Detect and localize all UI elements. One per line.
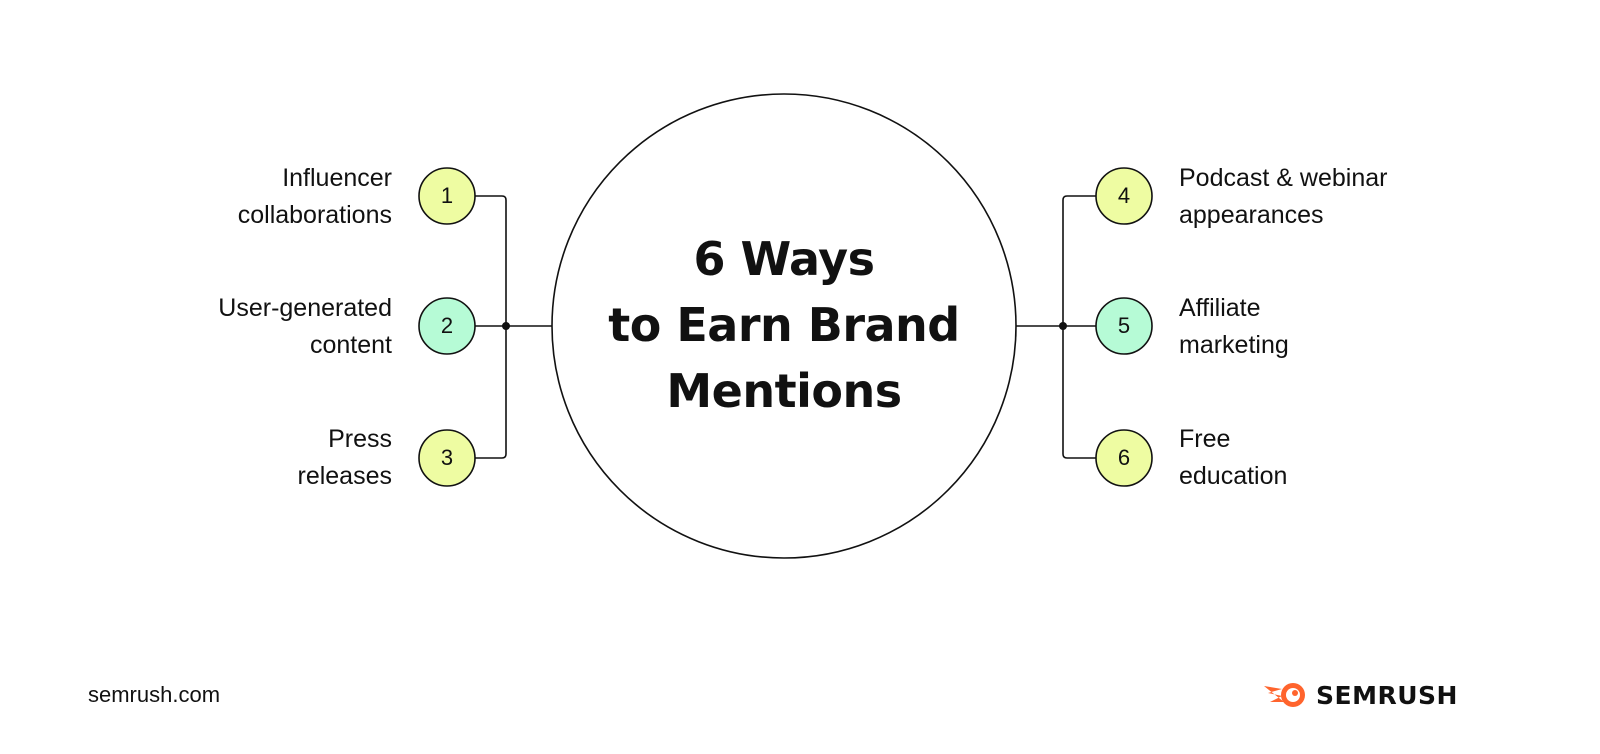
label-line: appearances	[1179, 201, 1324, 229]
label-line: collaborations	[237, 201, 392, 229]
item-label-1: Influencer collaborations	[238, 160, 392, 234]
label-line: Affiliate	[1179, 294, 1261, 322]
number-circle-2	[418, 297, 476, 355]
item-number: 5	[1117, 313, 1131, 338]
item-number: 4	[1117, 183, 1131, 208]
label-line: releases	[297, 462, 393, 490]
number-circle-4	[1095, 167, 1153, 225]
item-label-4: Podcast & webinar appearances	[1179, 160, 1387, 234]
number-circle-5	[1095, 297, 1153, 355]
label-line: User-generated	[218, 294, 392, 322]
title-line: to Earn Brand	[608, 298, 960, 352]
item-number: 2	[440, 313, 454, 338]
junction-dot-left	[502, 322, 510, 330]
item-label-2: User-generated content	[218, 290, 392, 364]
semrush-fireball-icon	[1264, 683, 1305, 707]
number-circle-3	[418, 429, 476, 487]
title-line: Mentions	[666, 364, 902, 418]
site-url: semrush.com	[88, 682, 221, 707]
label-line: Influencer	[282, 164, 392, 192]
page-title: 6 Ways to Earn Brand Mentions	[552, 226, 1016, 424]
label-line: Podcast & webinar	[1179, 164, 1388, 192]
junction-dot-right	[1059, 322, 1067, 330]
label-line: marketing	[1179, 331, 1289, 359]
brand-name: SEMRUSH	[1316, 680, 1458, 710]
semrush-logo: SEMRUSH	[1262, 680, 1458, 710]
left-connector	[475, 195, 552, 459]
number-circle-1	[418, 167, 476, 225]
item-label-6: Free education	[1179, 421, 1287, 495]
item-label-5: Affiliate marketing	[1179, 290, 1289, 364]
item-label-3: Press releases	[298, 421, 393, 495]
right-connector	[1016, 195, 1096, 459]
label-line: Press	[328, 425, 392, 453]
number-circle-6	[1095, 429, 1153, 487]
item-number: 6	[1117, 445, 1131, 470]
label-line: education	[1179, 462, 1288, 490]
item-number: 3	[440, 445, 454, 470]
item-number: 1	[440, 183, 454, 208]
label-line: content	[309, 331, 392, 359]
title-line: 6 Ways	[693, 232, 875, 286]
label-line: Free	[1179, 425, 1231, 453]
